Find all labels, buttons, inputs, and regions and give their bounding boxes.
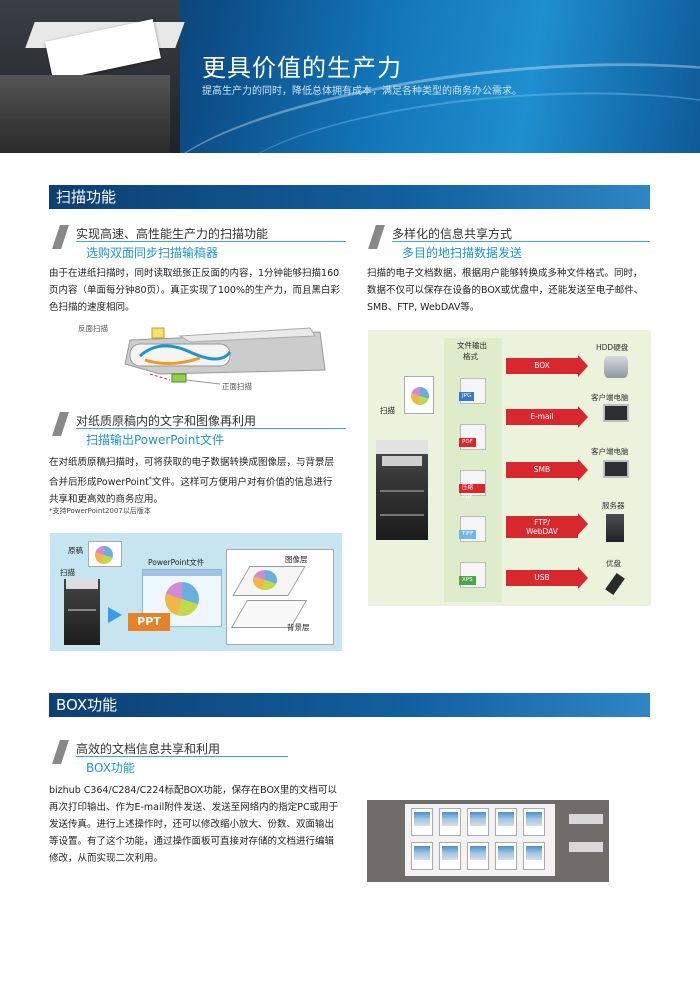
copier-photo <box>0 0 185 153</box>
layer-panel: 图像层 背景层 <box>226 549 334 645</box>
page-title: 更具价值的生产力 <box>202 54 402 82</box>
subhead-title: 对纸质原稿内的文字和图像再利用 <box>76 414 257 428</box>
ppt-diagram: 原稿 扫描 PowerPoint文件 PPT 图像层 背景层 <box>50 533 342 651</box>
arrow-email: E-mail <box>506 406 588 428</box>
copier-icon <box>64 579 100 645</box>
pdf-file-icon: PDF <box>459 424 486 450</box>
subhead-subtitle: 扫描输出PowerPoint文件 <box>86 433 225 447</box>
footnote-ppt: *支持PowerPoint2007以后版本 <box>49 507 151 515</box>
subhead-subtitle: 多目的地扫描数据发送 <box>402 246 523 260</box>
arrow-usb: USB <box>506 567 588 589</box>
dest-label-hdd: HDD硬盘 <box>596 343 629 352</box>
dest-label-server: 服务器 <box>602 501 625 510</box>
subhead-share: 多样化的信息共享方式 多目的地扫描数据发送 <box>368 225 662 265</box>
label-image-layer: 图像层 <box>285 555 308 564</box>
tiff-file-icon: TIFF <box>459 516 486 542</box>
scanned-doc <box>404 376 434 414</box>
ppt-tag: PPT <box>128 613 170 631</box>
paragraph-ppt: 在对纸质原稿扫描时，可将获取的电子数据转换成图像层，与背景层 合并后形成Powe… <box>49 457 335 506</box>
label-pptfile: PowerPoint文件 <box>148 558 205 567</box>
arrow-ftp-webdav: FTP/ WebDAV <box>506 513 588 538</box>
paragraph-box: bizhub C364/C284/C224标配BOX功能，保存在BOX里的文档可… <box>49 785 339 864</box>
pc-icon <box>603 460 629 478</box>
arrow-box: BOX <box>506 355 588 377</box>
subhead-ppt: 对纸质原稿内的文字和图像再利用 扫描输出PowerPoint文件 <box>52 412 346 452</box>
subhead-title: 实现高速、高性能生产力的扫描功能 <box>76 227 269 241</box>
label-original: 原稿 <box>68 546 83 555</box>
original-doc <box>88 541 122 567</box>
panel-button <box>569 842 603 852</box>
box-panel-photo <box>367 800 609 882</box>
dest-label-usb: 优盘 <box>606 559 621 568</box>
arrow-icon <box>108 607 122 623</box>
xps-file-icon: XPS <box>459 562 486 588</box>
jpg-file-icon: JPG <box>459 378 486 404</box>
label-back-scan: 反面扫描 <box>78 324 108 333</box>
header-banner: 更具价值的生产力 提高生产力的同时，降低总体拥有成本，满足各种类型的商务办公需求… <box>0 0 700 153</box>
adf-diagram <box>124 327 326 385</box>
paragraph-share: 扫描的电子文档数据，根据用户能够转换成多种文件格式。同时， 数据不仅可以保存在设… <box>367 268 644 313</box>
subhead-box: 高效的文档信息共享和利用 BOX功能 <box>52 740 346 780</box>
compressed-pdf-file-icon: 压缩PDF <box>459 470 486 500</box>
subhead-dual-scan: 实现高速、高性能生产力的扫描功能 选购双面同步扫描输稿器 <box>52 225 346 265</box>
label-scan-right: 扫描 <box>380 406 395 415</box>
subhead-subtitle: BOX功能 <box>86 761 135 775</box>
panel-button <box>569 814 603 824</box>
label-scan: 扫描 <box>60 568 75 577</box>
paragraph-dual-scan: 由于在进纸扫描时，同时读取纸张正反面的内容，1分钟能够扫描160 页内容（单面每… <box>49 268 340 313</box>
dest-label-pc2: 客户端电脑 <box>591 447 629 456</box>
label-format: 文件输出格式 <box>457 341 487 361</box>
arrow-smb: SMB <box>506 459 588 481</box>
hdd-icon <box>604 356 628 378</box>
label-bg-layer: 背景层 <box>287 623 310 632</box>
copier-icon <box>376 440 428 540</box>
subhead-title: 多样化的信息共享方式 <box>392 227 513 241</box>
pc-icon <box>603 404 629 422</box>
subhead-subtitle: 选购双面同步扫描输稿器 <box>86 246 219 260</box>
section-bar-box: BOX功能 <box>49 693 650 717</box>
page-subtitle: 提高生产力的同时，降低总体拥有成本，满足各种类型的商务办公需求。 <box>202 86 522 97</box>
label-front-scan: 正面扫描 <box>222 382 252 391</box>
box-screen <box>405 804 555 876</box>
server-icon <box>606 514 624 542</box>
subhead-title: 高效的文档信息共享和利用 <box>76 742 221 756</box>
section-bar-scan: 扫描功能 <box>49 185 650 209</box>
dest-label-pc1: 客户端电脑 <box>591 393 629 402</box>
